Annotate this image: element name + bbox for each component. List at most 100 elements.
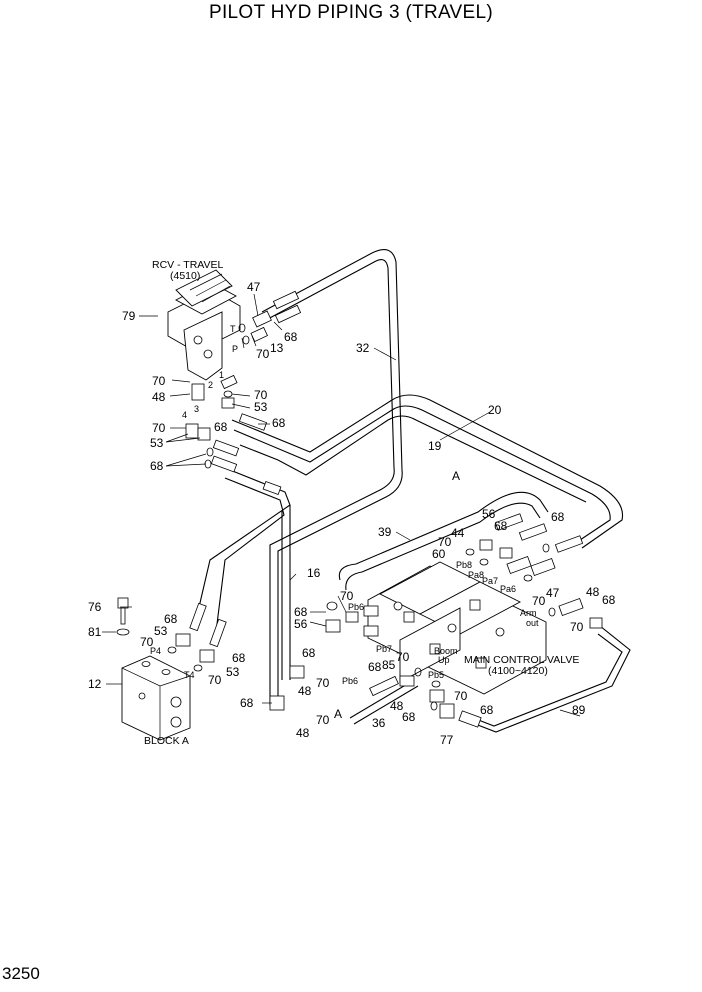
callout-68-rcv: 68 — [284, 330, 298, 344]
callout-76: 76 — [88, 600, 102, 614]
callout-68-mcv-right: 68 — [480, 703, 494, 717]
callout-68-mcv-bottom: 68 — [402, 710, 416, 724]
port-t4: T4 — [184, 670, 195, 680]
page-number: 3250 — [2, 964, 40, 983]
callout-70-left: 70 — [152, 374, 166, 388]
callout-20: 20 — [488, 403, 502, 417]
callout-44: 44 — [451, 526, 465, 540]
callout-36: 36 — [372, 716, 386, 730]
callout-70-block: 70 — [140, 635, 154, 649]
main-control-valve-ref: (4100~4120) — [488, 665, 548, 677]
hose-16 — [195, 467, 291, 680]
hose-32 — [261, 249, 403, 705]
port-pb6: Pb6 — [342, 676, 358, 686]
callout-12: 12 — [88, 677, 102, 691]
hose-89 — [467, 625, 631, 733]
rcv-travel-ref: (4510) — [170, 270, 200, 282]
port-pb6-top: Pb6 — [348, 602, 364, 612]
callout-70-lower: 70 — [316, 676, 330, 690]
callout-70-mcv-lower: 70 — [396, 650, 410, 664]
callout-53-block: 53 — [154, 624, 168, 638]
callout-77: 77 — [440, 733, 454, 747]
leader-lines — [102, 293, 581, 717]
callout-70-mcv-bottom: 70 — [454, 689, 468, 703]
callout-70-right: 70 — [532, 594, 546, 608]
callout-68-top-right: 68 — [551, 510, 565, 524]
port-t: T — [230, 324, 236, 334]
main-control-valve-name: MAIN CONTROL VALVE — [464, 654, 579, 666]
rcv-travel-name: RCV - TRAVEL — [152, 259, 224, 271]
callout-70-block-lower: 70 — [208, 673, 222, 687]
callout-16: 16 — [307, 566, 321, 580]
callout-53-left: 53 — [150, 436, 164, 450]
callout-70-mcv: 70 — [438, 535, 452, 549]
port-pa8: Pa8 — [468, 570, 484, 580]
callout-68-bottom: 68 — [240, 696, 254, 710]
hose-20-19 — [231, 394, 624, 549]
callout-68-mid-right: 68 — [272, 416, 286, 430]
washer-81 — [116, 628, 130, 636]
port-pa6: Pa6 — [500, 584, 516, 594]
callout-81: 81 — [88, 625, 102, 639]
callout-19: 19 — [428, 439, 442, 453]
callout-48-mcv-bottom: 48 — [390, 699, 404, 713]
callout-68-left: 68 — [150, 459, 164, 473]
port-p: P — [232, 344, 238, 354]
callout-48-lower: 48 — [298, 684, 312, 698]
callout-32: 32 — [356, 341, 370, 355]
callout-48-right: 48 — [586, 585, 600, 599]
callout-89: 89 — [572, 703, 586, 717]
callout-85: 85 — [382, 658, 396, 672]
callout-70-mid: 70 — [254, 388, 268, 402]
port-pa7: Pa7 — [482, 576, 498, 586]
port-3: 3 — [194, 404, 199, 414]
fittings-block — [167, 602, 227, 672]
callout-68-lower: 68 — [302, 646, 316, 660]
port-1: 1 — [219, 370, 224, 380]
callout-47-top: 47 — [247, 280, 261, 294]
port-4: 4 — [182, 410, 187, 420]
callout-70-bottom: 70 — [316, 713, 330, 727]
callout-56-top: 56 — [482, 507, 496, 521]
callout-68-right: 68 — [602, 593, 616, 607]
callout-70-right-lower: 70 — [570, 620, 584, 634]
callout-68-block: 68 — [164, 612, 178, 626]
block-a — [121, 655, 191, 741]
callout-68-mcv-left: 68 — [294, 605, 308, 619]
main-control-valve — [363, 561, 547, 695]
port-up: Up — [438, 655, 450, 665]
section-mark-a-top: A — [452, 469, 460, 483]
fittings-mcv — [269, 513, 603, 728]
callout-60: 60 — [432, 547, 446, 561]
fittings-rcv — [185, 290, 302, 496]
callout-53-block-lower: 53 — [226, 665, 240, 679]
port-2: 2 — [208, 380, 213, 390]
section-mark-a-bottom: A — [334, 707, 342, 721]
port-arm: Arm — [520, 608, 537, 618]
callout-70-left-lower: 70 — [152, 421, 166, 435]
callout-48-left: 48 — [152, 390, 166, 404]
port-arm-out: out — [526, 618, 539, 628]
callout-53-mid: 53 — [254, 400, 268, 414]
hose-39 — [338, 491, 549, 591]
page-title: PILOT HYD PIPING 3 (TRAVEL) — [208, 2, 494, 23]
callout-39: 39 — [378, 525, 392, 539]
port-boom: Boom — [434, 646, 458, 656]
block-a-name: BLOCK A — [144, 735, 189, 747]
port-p4: P4 — [150, 646, 161, 656]
port-pb7: Pb7 — [376, 644, 392, 654]
callout-70-mcv-left: 70 — [340, 589, 354, 603]
callout-48-bottom: 48 — [296, 726, 310, 740]
callout-70-rcv: 70 — [256, 347, 270, 361]
rcv-travel-valve — [167, 269, 241, 381]
callout-47-right: 47 — [546, 586, 560, 600]
callout-68-mid: 68 — [214, 420, 228, 434]
callout-13: 13 — [270, 341, 284, 355]
port-pb5: Pb5 — [428, 670, 444, 680]
callout-79: 79 — [122, 309, 136, 323]
port-pb8: Pb8 — [456, 560, 472, 570]
callout-68-mcv-lower: 68 — [368, 660, 382, 674]
callout-56-left: 56 — [294, 617, 308, 631]
bolt-76 — [117, 597, 129, 625]
